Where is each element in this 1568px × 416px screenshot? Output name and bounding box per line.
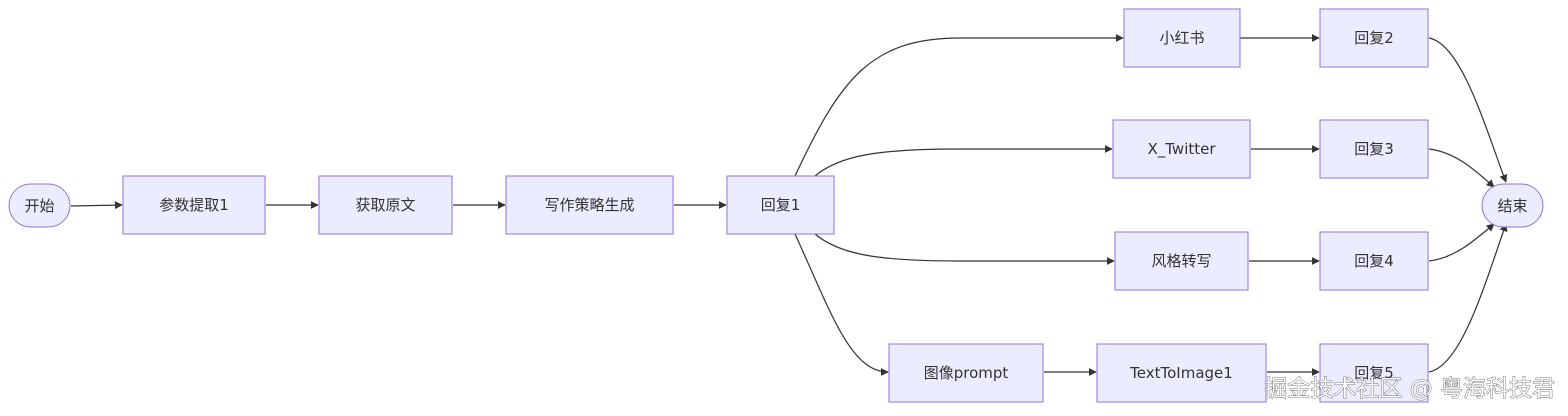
node-reply4: 回复4 xyxy=(1319,231,1429,291)
edge-reply5-end xyxy=(1428,223,1508,373)
node-reply2: 回复2 xyxy=(1319,8,1429,68)
svg-text:图像prompt: 图像prompt xyxy=(924,364,1009,382)
svg-text:回复1: 回复1 xyxy=(761,196,801,214)
svg-text:写作策略生成: 写作策略生成 xyxy=(544,196,634,214)
node-x-twitter: X_Twitter xyxy=(1112,119,1251,179)
svg-text:获取原文: 获取原文 xyxy=(355,196,415,214)
svg-text:回复4: 回复4 xyxy=(1354,252,1394,270)
node-reply1: 回复1 xyxy=(726,175,835,235)
svg-text:回复3: 回复3 xyxy=(1354,140,1394,158)
edge-reply1-style-transfer xyxy=(814,233,1115,265)
edge-start-param-extract xyxy=(70,201,123,210)
edge-reply1-xiaohongshu xyxy=(794,34,1124,177)
watermark-text: 掘金技术社区 @ 粤海科技君 xyxy=(1264,376,1555,402)
edge-reply1-x-twitter xyxy=(814,145,1113,177)
svg-text:开始: 开始 xyxy=(24,197,54,215)
node-image-prompt: 图像prompt xyxy=(888,343,1044,403)
node-reply5: 回复5 xyxy=(1319,343,1429,403)
node-start: 开始 xyxy=(8,183,71,228)
node-get-source: 获取原文 xyxy=(318,175,453,235)
node-strategy: 写作策略生成 xyxy=(505,175,674,235)
edge-reply2-end xyxy=(1428,37,1508,183)
svg-text:X_Twitter: X_Twitter xyxy=(1147,140,1216,159)
svg-text:参数提取1: 参数提取1 xyxy=(159,196,229,214)
svg-text:风格转写: 风格转写 xyxy=(1151,252,1211,270)
node-text-to-image: TextToImage1 xyxy=(1096,343,1267,403)
node-style-transfer: 风格转写 xyxy=(1114,231,1249,291)
node-xiaohongshu: 小红书 xyxy=(1123,8,1241,68)
edge-reply4-end xyxy=(1428,223,1495,262)
svg-text:回复2: 回复2 xyxy=(1354,29,1394,47)
svg-text:小红书: 小红书 xyxy=(1159,29,1204,47)
svg-text:回复5: 回复5 xyxy=(1354,364,1394,382)
node-end: 结束 xyxy=(1481,183,1544,228)
svg-text:TextToImage1: TextToImage1 xyxy=(1129,364,1233,382)
edge-reply1-image-prompt xyxy=(794,233,889,376)
node-reply3: 回复3 xyxy=(1319,119,1429,179)
edge-reply3-end xyxy=(1428,148,1495,188)
svg-text:结束: 结束 xyxy=(1497,197,1527,215)
node-param-extract: 参数提取1 xyxy=(122,175,266,235)
